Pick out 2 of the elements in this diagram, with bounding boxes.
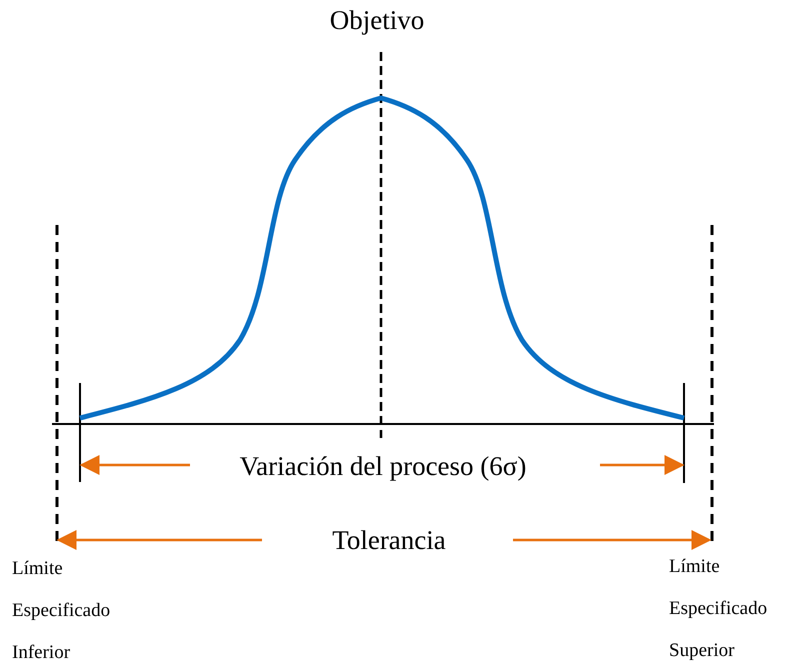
label-text: Límite Especificado Inferior [12,557,110,665]
label-text: Límite Especificado Superior [669,555,768,663]
